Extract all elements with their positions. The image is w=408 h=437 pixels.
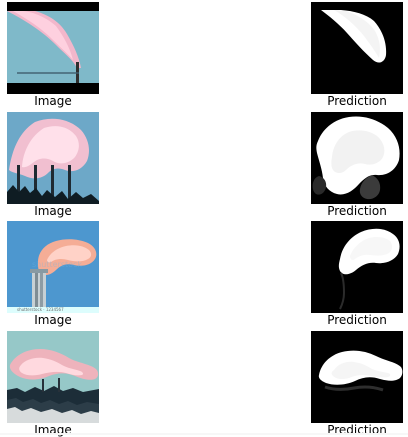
prediction-mask-1 xyxy=(311,2,403,94)
prediction-mask-2 xyxy=(311,112,403,204)
prediction-mask-4 xyxy=(311,331,403,423)
image-caption-2: Image xyxy=(34,204,72,218)
input-image-3: shutterstock · 1234567 shutterstock xyxy=(7,221,99,313)
image-caption-1: Image xyxy=(34,94,72,108)
svg-text:shutterstock · 1234567: shutterstock · 1234567 xyxy=(17,307,64,312)
prediction-caption-2: Prediction xyxy=(327,204,387,218)
prediction-mask-3 xyxy=(311,221,403,313)
prediction-caption-3: Prediction xyxy=(327,313,387,327)
image-caption-3: Image xyxy=(34,313,72,327)
input-image-4 xyxy=(7,331,99,423)
svg-text:shutterstock: shutterstock xyxy=(32,260,82,269)
input-image-1 xyxy=(7,2,99,94)
prediction-caption-1: Prediction xyxy=(327,94,387,108)
bottom-strip xyxy=(0,433,408,435)
input-image-2 xyxy=(7,112,99,204)
